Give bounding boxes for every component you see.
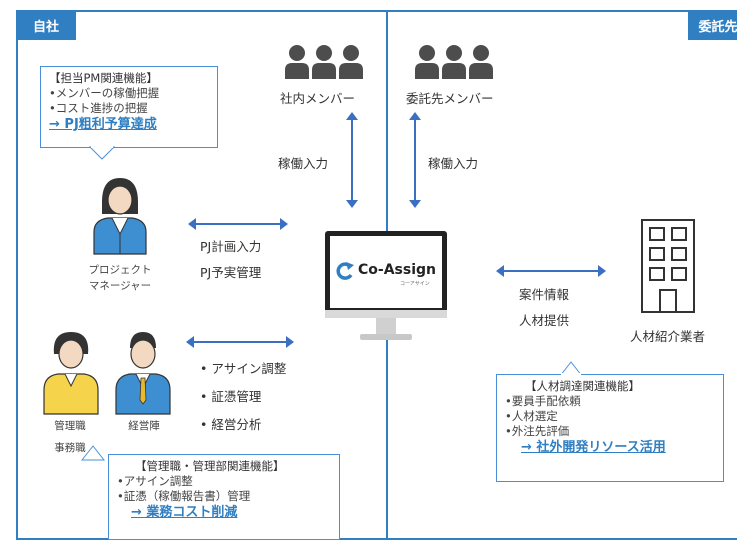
executive-icon <box>115 332 171 415</box>
admin-function-callout: 【管理職・管理部関連機能】 •アサイン調整 •証憑（稼働報告書）管理 → 業務コ… <box>108 454 340 540</box>
recruit-callout-item: •要員手配依頼 <box>505 394 581 408</box>
admin-staff-icon <box>43 332 99 415</box>
admin-callout-title: 【管理職・管理部関連機能】 <box>135 459 285 473</box>
recruit-callout-result: → 社外開発リソース活用 <box>521 440 666 455</box>
recruit-callout-pointer-cover <box>561 373 581 376</box>
recruit-function-callout: 【人材調達関連機能】 •要員手配依頼 •人材選定 •外注先評価 → 社外開発リソ… <box>496 374 724 482</box>
own-company-tag: 自社 <box>16 10 76 40</box>
recruit-callout-item: •外注先評価 <box>505 424 570 438</box>
internal-members-icon <box>285 45 363 79</box>
pm-callout-item: •コスト進捗の把握 <box>49 101 148 115</box>
co-assign-logo-sub: コーアサイン <box>400 281 430 287</box>
agency-arrow <box>496 265 606 277</box>
admin-callout-item: •証憑（稼働報告書）管理 <box>117 489 251 503</box>
staff-bullet: • アサイン調整 <box>200 361 287 376</box>
pm-callout-title: 【担当PM関連機能】 <box>49 71 158 85</box>
agency-arrow-label-1: 案件情報 <box>519 287 570 302</box>
agency-arrow-label-2: 人材提供 <box>519 313 570 328</box>
pm-label-line2: マネージャー <box>88 280 152 292</box>
staff-arrow <box>186 336 294 348</box>
pm-arrow-label-1: PJ計画入力 <box>200 239 262 254</box>
pm-label-line1: プロジェクト <box>88 264 152 276</box>
contractor-input-label: 稼働入力 <box>428 156 479 171</box>
admin-label-1: 管理職 <box>54 420 86 432</box>
project-manager-label: プロジェクト マネージャー <box>72 262 168 294</box>
monitor-icon <box>325 231 447 340</box>
pm-callout-item: •メンバーの稼働把握 <box>49 86 160 100</box>
staff-bullet: • 経営分析 <box>200 417 262 432</box>
internal-input-label: 稼働入力 <box>278 156 329 171</box>
executive-label: 経営陣 <box>128 420 160 432</box>
pm-callout-pointer <box>88 146 116 160</box>
contractor-members-label: 委託先メンバー <box>406 91 494 106</box>
admin-label-2: 事務職 <box>54 442 86 454</box>
agency-label: 人材紹介業者 <box>630 329 706 344</box>
admin-callout-pointer <box>80 445 106 461</box>
pm-function-callout: 【担当PM関連機能】 •メンバーの稼働把握 •コスト進捗の把握 → PJ粗利予算… <box>40 66 218 148</box>
admin-callout-item: •アサイン調整 <box>117 474 193 488</box>
recruit-callout-title: 【人材調達関連機能】 <box>525 379 640 393</box>
pm-arrow <box>188 218 288 230</box>
contractor-tag: 委託先 <box>688 10 737 40</box>
recruit-callout-item: •人材選定 <box>505 409 558 423</box>
project-manager-icon <box>93 178 147 255</box>
internal-members-label: 社内メンバー <box>280 91 356 106</box>
contractor-members-icon <box>415 45 493 79</box>
internal-input-arrow <box>346 112 358 208</box>
co-assign-logo-text: Co-Assign <box>358 262 436 278</box>
admin-callout-result: → 業務コスト削減 <box>131 505 238 520</box>
building-icon <box>641 219 695 313</box>
staff-bullet: • 証憑管理 <box>200 389 262 404</box>
pm-arrow-label-2: PJ予実管理 <box>200 265 262 280</box>
co-assign-logo-icon <box>336 262 354 280</box>
pm-callout-result: → PJ粗利予算達成 <box>49 117 157 132</box>
contractor-input-arrow <box>409 112 421 208</box>
admin-staff-label: 管理職 事務職 <box>38 418 102 456</box>
